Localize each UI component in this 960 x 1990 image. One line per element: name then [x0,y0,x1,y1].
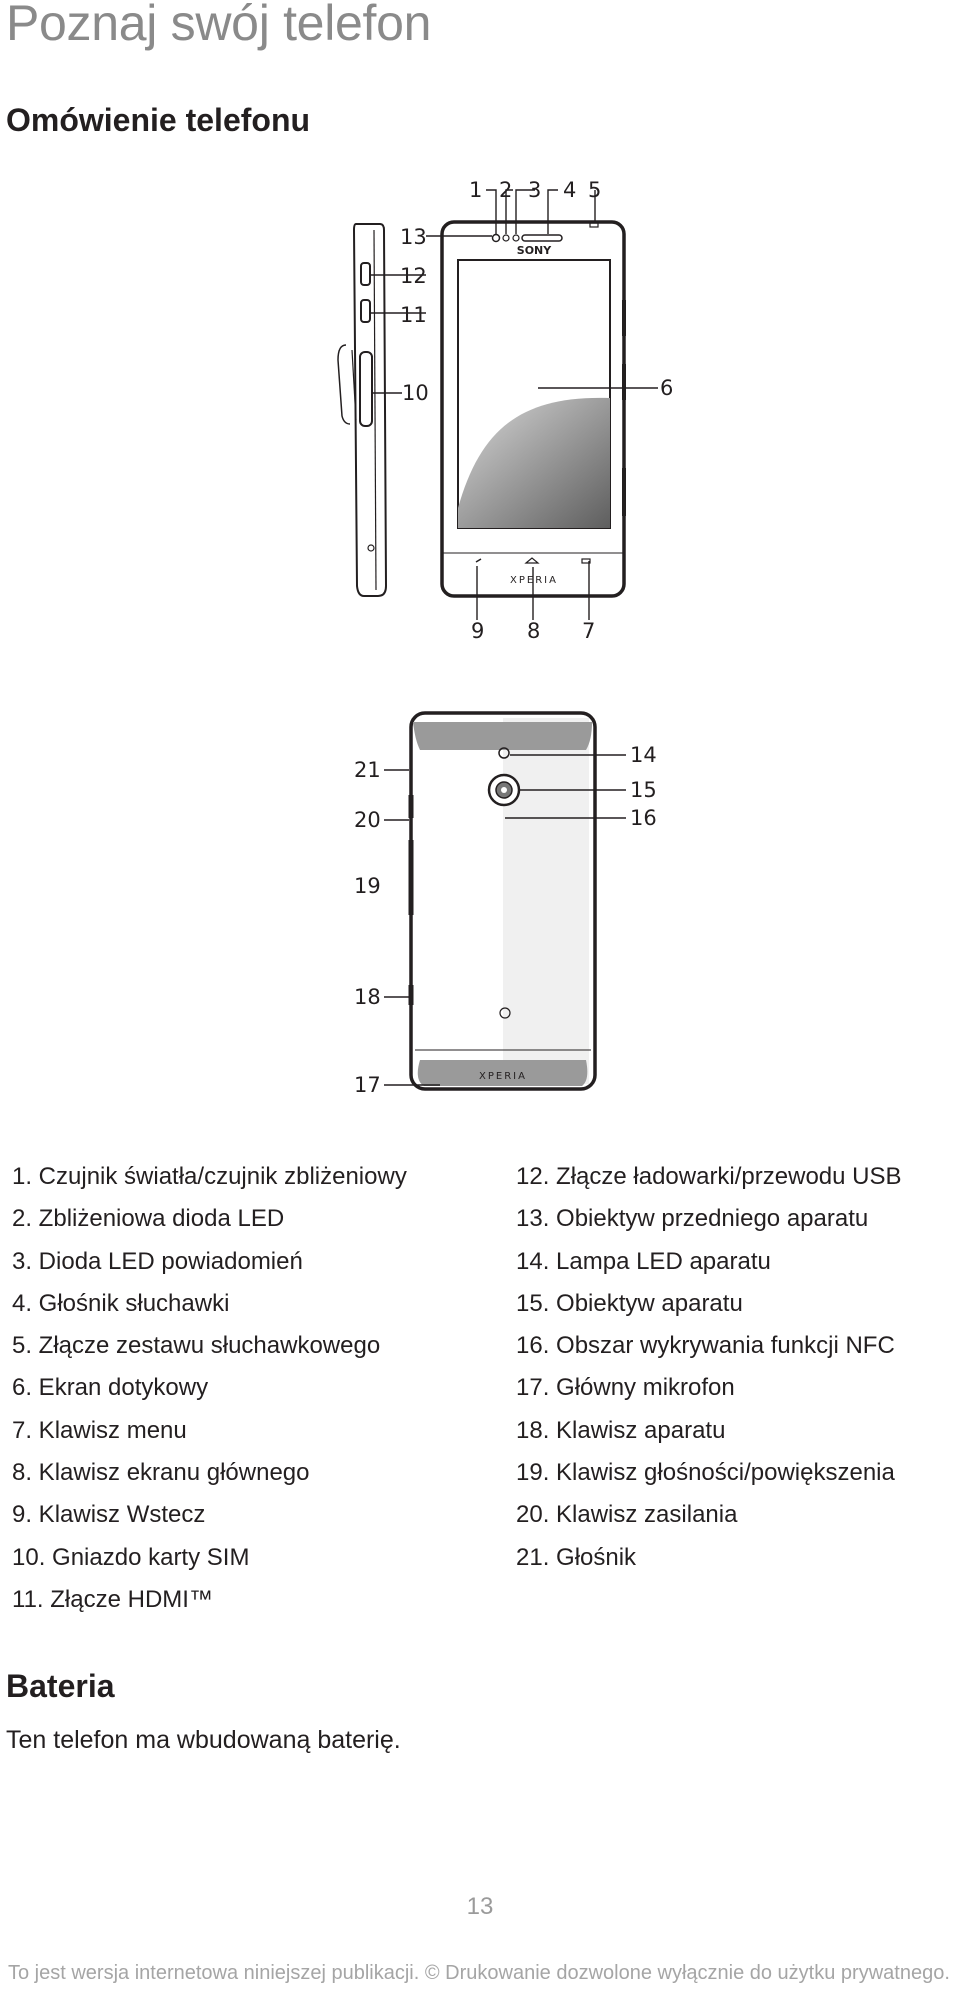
legend-item: 2. Zbliżeniowa dioda LED [12,1205,285,1233]
callout-11: 11 [400,303,427,327]
callout-15: 15 [630,778,657,802]
phone-front-view [440,220,626,598]
legend-item: 17. Główny mikrofon [516,1374,735,1402]
legend-item: 1. Czujnik światła/czujnik zbliżeniowy [12,1163,407,1190]
section-heading-overview: Omówienie telefonu [6,102,311,138]
callout-16: 16 [630,806,657,830]
footer-note: To jest wersja internetowa niniejszej pu… [8,1962,950,1984]
section-heading-battery: Bateria [6,1668,115,1704]
legend-item: 9. Klawisz Wstecz [12,1501,206,1529]
page-title: Poznaj swój telefon [6,0,432,51]
legend-item: 5. Złącze zestawu słuchawkowego [12,1332,381,1360]
callout-20: 20 [354,808,381,832]
legend-item: 18. Klawisz aparatu [516,1416,726,1444]
legend-item: 6. Ekran dotykowy [12,1374,209,1402]
phone-back-view [408,711,597,1091]
xperia-logo-back: XPERIA [479,1071,527,1082]
legend-item: 19. Klawisz głośności/powiększenia [516,1459,895,1487]
legend-item: 16. Obszar wykrywania funkcji NFC [516,1332,895,1360]
legend-list-right: 12. Złącze ładowarki/przewodu USB 13. Ob… [516,1156,902,1579]
battery-description: Ten telefon ma wbudowaną baterię. [6,1726,401,1754]
legend-item: 14. Lampa LED aparatu [516,1247,771,1275]
legend-list-left: 1. Czujnik światła/czujnik zbliżeniowy 2… [12,1156,407,1621]
sony-logo-text: SONY [517,244,552,257]
callout-17: 17 [354,1073,381,1097]
callout-8: 8 [527,619,540,643]
callout-10: 10 [402,381,429,405]
legend-item: 11. Złącze HDMI™ [12,1585,213,1613]
callout-12: 12 [400,264,427,288]
xperia-logo-front: XPERIA [510,575,558,586]
page-number: 13 [466,1893,494,1920]
callout-21: 21 [354,758,381,782]
callout-1: 1 [469,178,482,202]
callout-5: 5 [588,178,601,202]
legend-item: 13. Obiektyw przedniego aparatu [516,1205,869,1233]
callout-4: 4 [563,178,576,202]
legend-item: 15. Obiektyw aparatu [516,1289,743,1317]
callout-14: 14 [630,743,657,767]
legend-item: 4. Głośnik słuchawki [12,1289,230,1317]
callout-18: 18 [354,985,381,1009]
callout-3: 3 [528,178,541,202]
legend-item: 21. Głośnik [516,1543,637,1571]
legend-item: 7. Klawisz menu [12,1416,187,1444]
callout-6: 6 [660,376,673,400]
callout-19: 19 [354,874,381,898]
legend-item: 3. Dioda LED powiadomień [12,1247,303,1275]
legend-item: 12. Złącze ładowarki/przewodu USB [516,1163,902,1190]
phone-diagram: SONY XPERIA XPERIA [337,178,673,1097]
callout-numbers: 1 2 3 4 5 6 7 8 9 10 11 12 13 14 15 16 1… [354,178,673,1097]
callout-9: 9 [471,619,484,643]
callout-7: 7 [582,619,595,643]
callout-lines [370,189,658,1086]
phone-side-view [337,223,388,597]
callout-2: 2 [499,178,512,202]
legend-item: 20. Klawisz zasilania [516,1501,738,1529]
legend-item: 8. Klawisz ekranu głównego [12,1459,310,1487]
legend-item: 10. Gniazdo karty SIM [12,1543,250,1571]
callout-13: 13 [400,225,427,249]
